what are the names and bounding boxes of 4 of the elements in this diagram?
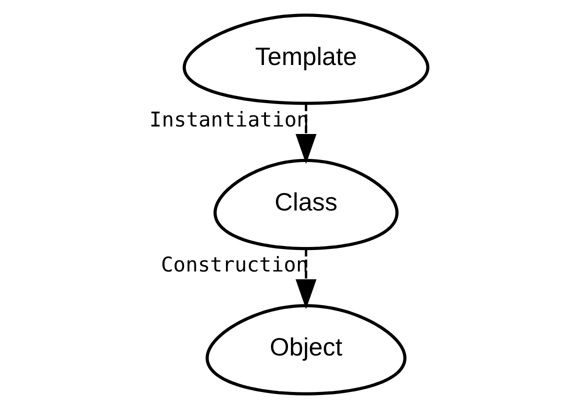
arrow (295, 248, 316, 310)
edge-label: Construction (160, 252, 308, 277)
arrow (295, 103, 316, 164)
edge-label: Instantiation (148, 107, 308, 132)
